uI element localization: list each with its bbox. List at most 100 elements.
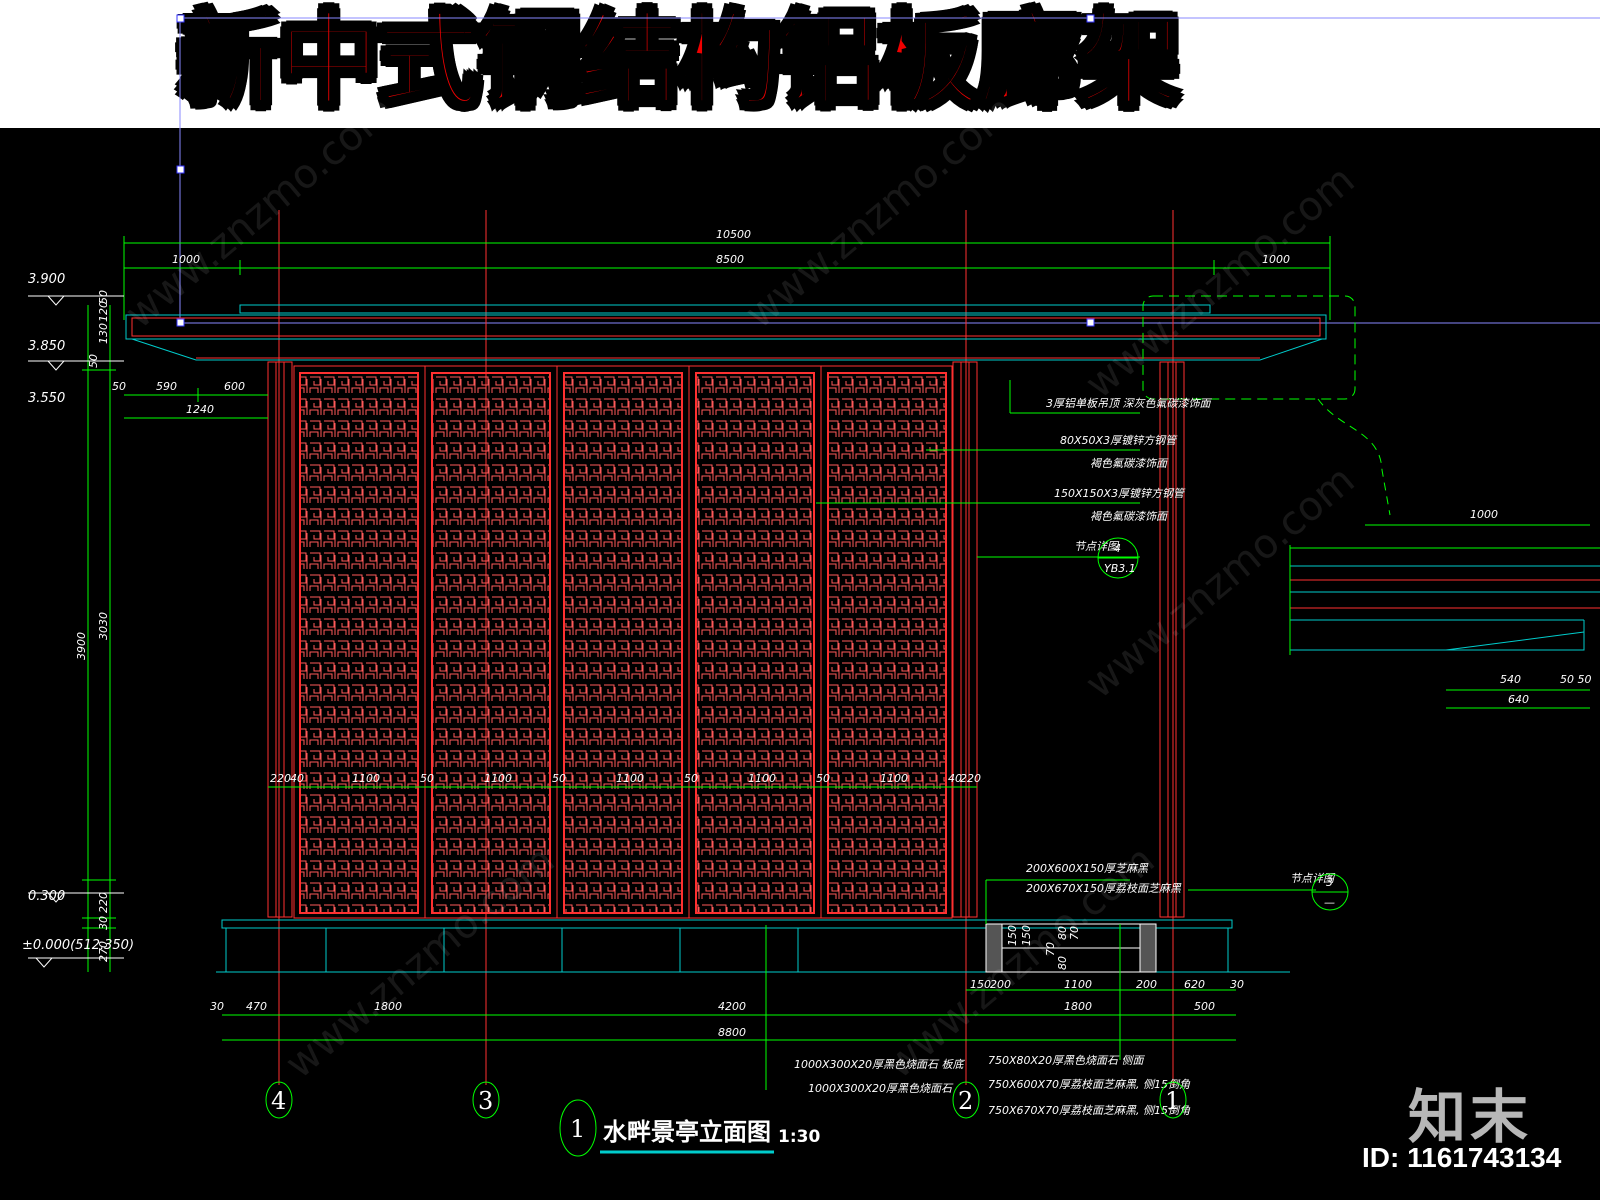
dim-b200b: 200 <box>1136 978 1157 991</box>
dim-b30: 30 <box>210 1000 224 1013</box>
watermark-text-1: www.znzmo.com <box>117 87 404 338</box>
dim-50-d: 50 <box>816 772 830 785</box>
axis-label-1: 1 <box>1165 1087 1180 1115</box>
dim-v130: 130 <box>97 323 110 344</box>
dim-right-1000: 1000 <box>1262 253 1290 266</box>
dim-50-c: 50 <box>684 772 698 785</box>
note-paver-b: 1000X300X20厚黑色烧面石 <box>808 1082 954 1095</box>
screen-panel-2 <box>431 372 551 914</box>
dim-220-left: 220 <box>270 772 291 785</box>
dim-middle-8500: 8500 <box>716 253 744 266</box>
dim-b200: 200 <box>990 978 1011 991</box>
note-ceiling: 3厚铝单板吊顶 深灰色氟碳漆饰面 <box>1046 397 1212 410</box>
detail-dim-5050: 50 50 <box>1560 673 1592 686</box>
watermark-text-2: www.znzmo.com <box>737 87 1024 338</box>
dim-b8800: 8800 <box>718 1026 746 1039</box>
detail-callout <box>1142 295 1391 516</box>
dim-v50: 50 <box>87 354 100 368</box>
level-plinth: 0.300 <box>28 889 65 904</box>
dim-600: 600 <box>224 380 245 393</box>
dim-v220: 220 <box>97 892 110 913</box>
level-ground: ±0.000(512.350) <box>22 938 134 953</box>
detail-ref-bubble-4 <box>1097 537 1139 579</box>
screen-panel-3 <box>563 372 683 914</box>
detail-ref-bubble-3 <box>1311 873 1349 911</box>
axis-label-2: 2 <box>958 1087 973 1115</box>
cad-selection <box>176 14 1600 327</box>
caption-bubble <box>559 1099 597 1157</box>
dim-1100-c: 1100 <box>616 772 644 785</box>
dim-1100-b: 1100 <box>484 772 512 785</box>
detail-dim-540: 540 <box>1500 673 1521 686</box>
dim-v270: 270 <box>97 941 110 962</box>
note-steel-80: 80X50X3厚镀锌方钢管 <box>1060 434 1178 447</box>
caption-scale: 1:30 <box>778 1127 820 1147</box>
dimension-lines <box>82 236 1331 1090</box>
dim-590: 590 <box>156 380 177 393</box>
caption-title: 水畔景亭立面图 <box>603 1118 771 1146</box>
dim-50: 50 <box>112 380 126 393</box>
dim-1100-e: 1100 <box>880 772 908 785</box>
axis-label-4: 4 <box>271 1087 286 1115</box>
dim-b500: 500 <box>1194 1000 1215 1013</box>
dim-b30b: 30 <box>1230 978 1244 991</box>
dim-b1100: 1100 <box>1064 978 1092 991</box>
dim-left-1000: 1000 <box>172 253 200 266</box>
eave-detail <box>1289 524 1600 709</box>
dim-1100-a: 1100 <box>352 772 380 785</box>
roof <box>125 304 1327 361</box>
screen-panel-1 <box>299 372 419 914</box>
step-dim-70: 70 <box>1044 942 1057 956</box>
dim-overall: 10500 <box>716 228 751 241</box>
dim-b150: 150 <box>970 978 991 991</box>
step-dim-150b: 150 <box>1020 925 1033 946</box>
note-detail-ref-1: 节点详图 <box>1074 540 1120 553</box>
columns <box>267 361 1185 918</box>
step-dim-150a: 150 <box>1006 925 1019 946</box>
axis-bubbles <box>265 1081 1187 1119</box>
dim-v120: 120 <box>97 301 110 322</box>
axis-lines <box>278 210 1174 1085</box>
screen-panel-5 <box>827 372 947 914</box>
detail-ref-3-num: 3 <box>1326 876 1333 889</box>
axis-label-3: 3 <box>478 1087 493 1115</box>
watermark-logo: 知末 <box>1408 1083 1533 1151</box>
note-steel-150: 150X150X3厚镀锌方钢管 <box>1054 487 1186 500</box>
note-paint-2: 褐色氟碳漆饰面 <box>1090 510 1169 523</box>
level-markers <box>28 295 124 968</box>
dim-v30: 30 <box>97 916 110 930</box>
banner-title: 新中式钢结构铝板廊架 <box>176 0 1182 123</box>
dim-1100-d: 1100 <box>748 772 776 785</box>
dim-1240: 1240 <box>186 403 214 416</box>
note-step-side: 750X80X20厚黑色烧面石 侧面 <box>988 1054 1146 1067</box>
lattice-screens <box>293 365 953 919</box>
detail-ref-4-num: 4 <box>1114 542 1121 555</box>
dim-50-b: 50 <box>552 772 566 785</box>
dim-v50b: 50 <box>97 290 110 304</box>
step-dim-70b: 70 <box>1068 926 1081 940</box>
note-step-600: 750X600X70厚荔枝面芝麻黑, 侧15倒角 <box>988 1078 1191 1091</box>
step-dim-80a: 80 <box>1056 926 1069 940</box>
dim-b470: 470 <box>246 1000 267 1013</box>
dim-b1800: 1800 <box>374 1000 402 1013</box>
note-paver-a: 1000X300X20厚黑色烧面石 板底 <box>794 1058 966 1071</box>
step-dim-80b: 80 <box>1056 956 1069 970</box>
watermark-text-3: www.znzmo.com <box>1077 157 1364 408</box>
caption-number: 1 <box>570 1115 585 1143</box>
note-stone-670: 200X670X150厚荔枝面芝麻黑 <box>1026 882 1182 895</box>
dim-220-right: 220 <box>960 772 981 785</box>
detail-dim-640: 640 <box>1508 693 1529 706</box>
dim-50-a: 50 <box>420 772 434 785</box>
detail-ref-4-sheet: YB3.1 <box>1104 562 1136 575</box>
level-top: 3.900 <box>28 272 65 287</box>
dim-v3900: 3900 <box>75 632 88 660</box>
title-banner <box>0 0 1600 128</box>
level-low: 3.550 <box>28 391 65 406</box>
note-paint-1: 褐色氟碳漆饰面 <box>1090 457 1169 470</box>
note-step-670: 750X670X70厚荔枝面芝麻黑, 侧15倒角 <box>988 1104 1191 1117</box>
detail-ref-3-sheet: — <box>1324 896 1335 909</box>
screen-panel-4 <box>695 372 815 914</box>
dim-40-right: 40 <box>948 772 962 785</box>
level-mid: 3.850 <box>28 339 65 354</box>
